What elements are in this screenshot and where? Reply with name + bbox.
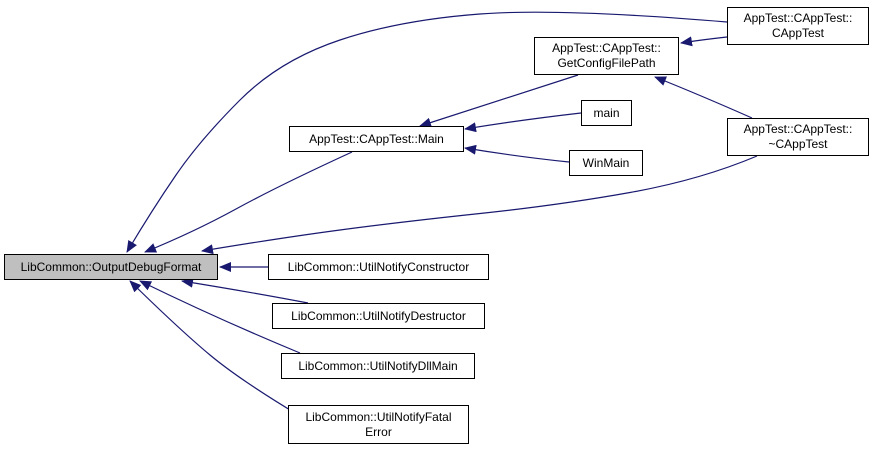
node-label-line: main [593, 105, 620, 120]
edge-notify_dll-to-root [139, 280, 301, 354]
node-label-line: Error [365, 424, 392, 439]
node-label-line: ~CAppTest [768, 137, 828, 151]
node-dtor[interactable]: AppTest::CAppTest::~CAppTest [727, 118, 869, 156]
node-label-line: GetConfigFilePath [557, 56, 656, 70]
node-getcfg[interactable]: AppTest::CAppTest::GetConfigFilePath [534, 37, 679, 75]
node-notify-dtor[interactable]: LibCommon::UtilNotifyDestructor [272, 303, 485, 329]
edge-notify_dtor-to-root [181, 277, 309, 304]
edge-main_entry-to-main_fn [464, 112, 582, 133]
edge-main_fn-to-root [144, 151, 353, 253]
node-label-line: AppTest::CAppTest::Main [309, 131, 444, 146]
node-notify-dll[interactable]: LibCommon::UtilNotifyDllMain [281, 353, 475, 379]
node-winmain[interactable]: WinMain [569, 150, 643, 176]
node-label-line: WinMain [582, 155, 630, 170]
node-label-line: LibCommon::UtilNotifyFatal [305, 409, 452, 424]
node-main-entry[interactable]: main [581, 100, 632, 126]
node-label-line: AppTest::CAppTest:: [552, 41, 661, 55]
edge-getcfg-to-main_fn [419, 74, 579, 128]
node-main-fn[interactable]: AppTest::CAppTest::Main [289, 126, 464, 152]
edge-notify_fatal-to-root [129, 280, 301, 417]
node-label-line: CAppTest [771, 26, 825, 40]
node-ctor[interactable]: AppTest::CAppTest::CAppTest [727, 7, 869, 45]
edge-winmain-to-main_fn [464, 144, 570, 163]
node-label-line: LibCommon::OutputDebugFormat [20, 259, 202, 274]
node-label-line: AppTest::CAppTest:: [743, 122, 853, 136]
edge-ctor-to-getcfg [680, 36, 728, 47]
edge-ctor-to-root [126, 11, 728, 253]
node-label-line: AppTest::CAppTest:: [743, 11, 853, 25]
edge-dtor-to-root [201, 155, 758, 255]
node-notify-ctor[interactable]: LibCommon::UtilNotifyConstructor [268, 254, 489, 280]
node-root: LibCommon::OutputDebugFormat [4, 254, 218, 280]
node-label-line: LibCommon::UtilNotifyDllMain [298, 358, 458, 373]
edge-dtor-to-getcfg [654, 76, 753, 119]
node-label-line: LibCommon::UtilNotifyDestructor [291, 308, 466, 323]
node-label-line: LibCommon::UtilNotifyConstructor [287, 259, 470, 274]
